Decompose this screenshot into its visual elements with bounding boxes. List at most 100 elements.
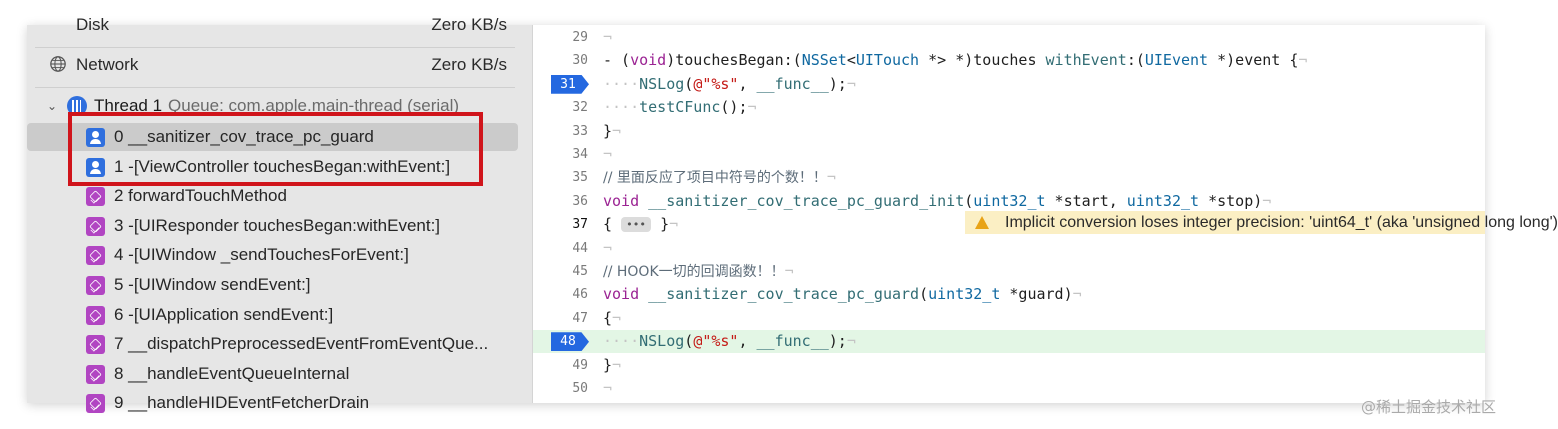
divider (35, 47, 515, 48)
breakpoint-marker[interactable]: 48 (551, 332, 589, 352)
gauge-disk-value: Zero KB/s (431, 15, 507, 34)
stack-frame-label: 0 __sanitizer_cov_trace_pc_guard (114, 127, 374, 146)
stack-frame-label: 5 -[UIWindow sendEvent:] (114, 275, 311, 294)
stack-frame-row[interactable]: 5 -[UIWindow sendEvent:] (27, 271, 517, 299)
stack-frame-row[interactable]: 8 __handleEventQueueInternal (27, 360, 517, 388)
stack-frame-row[interactable]: 0 __sanitizer_cov_trace_pc_guard (27, 123, 518, 151)
framework-icon (86, 335, 105, 355)
line-number: 37 (572, 217, 588, 233)
code-text: // HOOK一切的回调函数！！¬ (603, 262, 794, 280)
watermark: @稀土掘金技术社区 (1360, 398, 1496, 416)
code-text: {¬ (603, 308, 622, 327)
chevron-down-icon[interactable]: ⌄ (47, 99, 58, 113)
code-line[interactable]: 31 ····NSLog(@"%s", __func__);¬ (533, 73, 1485, 96)
breakpoint-marker[interactable]: 31 (551, 74, 589, 94)
code-line[interactable]: 37 { ••• }¬ (533, 213, 1485, 236)
globe-icon (50, 56, 66, 72)
line-number: 50 (572, 381, 588, 396)
code-text: }¬ (603, 121, 622, 140)
stack-frame-label: 2 forwardTouchMethod (114, 186, 287, 206)
framework-icon (86, 216, 105, 236)
line-number: 46 (572, 287, 588, 303)
code-line[interactable]: 29 ¬ (533, 26, 1485, 49)
code-line[interactable]: 45 // HOOK一切的回调函数！！¬ (533, 260, 1485, 283)
line-number: 44 (572, 240, 588, 256)
warning-text: Implicit conversion loses integer precis… (1005, 213, 1558, 231)
code-text: { ••• }¬ (603, 215, 679, 234)
gauge-disk-label: Disk (76, 15, 110, 34)
stack-frame-label: 4 -[UIWindow _sendTouchesForEvent:] (114, 245, 409, 265)
stack-frame-row[interactable]: 9 __handleHIDEventFetcherDrain (27, 389, 517, 417)
debug-navigator: Disk Zero KB/s Network Zero KB/s ⌄ Threa… (27, 15, 533, 414)
stack-frame-row[interactable]: 4 -[UIWindow _sendTouchesForEvent:] (27, 241, 517, 269)
gauge-network-value: Zero KB/s (431, 55, 507, 74)
line-number: 36 (572, 193, 588, 209)
user-code-icon (86, 128, 105, 147)
line-number: 30 (572, 53, 588, 69)
code-text: ¬ (603, 379, 613, 397)
stack-frame-label: 1 -[ViewController touchesBegan:withEven… (114, 156, 451, 176)
line-number: 49 (572, 357, 588, 373)
code-line[interactable]: 47 {¬ (533, 307, 1485, 330)
code-line[interactable]: 30 - (void)touchesBegan:(NSSet<UITouch *>… (533, 49, 1485, 72)
code-text: ¬ (603, 145, 613, 163)
line-number: 29 (572, 30, 588, 45)
code-text: // 里面反应了项目中符号的个数！！¬ (603, 168, 836, 187)
gauge-network-label: Network (76, 55, 139, 74)
code-text: ····NSLog(@"%s", __func__);¬ (603, 74, 856, 93)
line-number: 34 (572, 147, 588, 162)
code-line[interactable]: 33 }¬ (533, 120, 1485, 143)
code-text: - (void)touchesBegan:(NSSet<UITouch *> *… (603, 51, 1308, 70)
stack-frame-row[interactable]: 3 -[UIResponder touchesBegan:withEvent:] (27, 212, 517, 240)
code-text: ····NSLog(@"%s", __func__);¬ (603, 332, 856, 351)
warning-annotation[interactable]: Implicit conversion loses integer precis… (965, 211, 1558, 234)
line-number: 33 (572, 123, 588, 139)
divider (35, 87, 515, 88)
thread-icon (67, 96, 87, 116)
code-line[interactable]: 48 ····NSLog(@"%s", __func__);¬ (533, 330, 1485, 354)
disk-icon (49, 15, 67, 33)
gauge-network[interactable]: Network Zero KB/s (47, 51, 513, 79)
stack-frame-label: 9 __handleHIDEventFetcherDrain (114, 393, 370, 413)
code-line[interactable]: 36 void __sanitizer_cov_trace_pc_guard_in… (533, 190, 1485, 213)
code-line[interactable]: 46 void __sanitizer_cov_trace_pc_guard(ui… (533, 283, 1485, 306)
stack-frame-row[interactable]: 2 forwardTouchMethod (27, 182, 517, 210)
framework-icon (86, 305, 105, 325)
line-number: 47 (572, 310, 588, 326)
framework-icon (86, 394, 105, 414)
xcode-debug-window: Disk Zero KB/s Network Zero KB/s ⌄ Threa… (27, 15, 1558, 414)
code-text: ¬ (603, 238, 613, 257)
stack-frame-row[interactable]: 6 -[UIApplication sendEvent:] (27, 301, 517, 329)
line-number: 45 (572, 264, 588, 279)
framework-icon (86, 187, 105, 207)
code-line[interactable]: 34 ¬ (533, 143, 1485, 166)
code-text: }¬ (603, 355, 622, 374)
code-text: void __sanitizer_cov_trace_pc_guard(uint… (603, 285, 1082, 304)
line-number: 35 (572, 170, 588, 186)
framework-icon (86, 364, 105, 384)
code-text: void __sanitizer_cov_trace_pc_guard_init… (603, 191, 1272, 210)
stack-frame-label: 8 __handleEventQueueInternal (114, 363, 350, 383)
code-text: ····testCFunc();¬ (603, 98, 757, 117)
thread-title: Thread 1 (94, 96, 163, 115)
stack-frame-label: 3 -[UIResponder touchesBegan:withEvent:] (114, 215, 441, 235)
code-text: ¬ (603, 28, 613, 46)
stack-frame-label: 7 __dispatchPreprocessedEventFromEventQu… (114, 334, 489, 354)
code-line[interactable]: 50 ¬ (533, 377, 1485, 400)
code-line[interactable]: 44 ¬ (533, 237, 1485, 260)
code-line[interactable]: 32 ····testCFunc();¬ (533, 96, 1485, 119)
warning-icon (975, 216, 989, 229)
code-line[interactable]: 35 // 里面反应了项目中符号的个数！！¬ (533, 166, 1485, 189)
stack-frame-label: 6 -[UIApplication sendEvent:] (114, 304, 334, 324)
stack-frame-row[interactable]: 1 -[ViewController touchesBegan:withEven… (27, 153, 517, 181)
line-number: 32 (572, 100, 588, 116)
stack-frame-row[interactable]: 7 __dispatchPreprocessedEventFromEventQu… (27, 330, 517, 358)
user-code-icon (86, 157, 105, 177)
framework-icon (86, 276, 105, 295)
source-editor[interactable]: 29 ¬ 30 - (void)touchesBegan:(NSSet<UITouch… (533, 25, 1558, 403)
code-line[interactable]: 49 }¬ (533, 354, 1485, 377)
gauge-disk[interactable]: Disk Zero KB/s (47, 11, 513, 39)
framework-icon (86, 246, 105, 266)
